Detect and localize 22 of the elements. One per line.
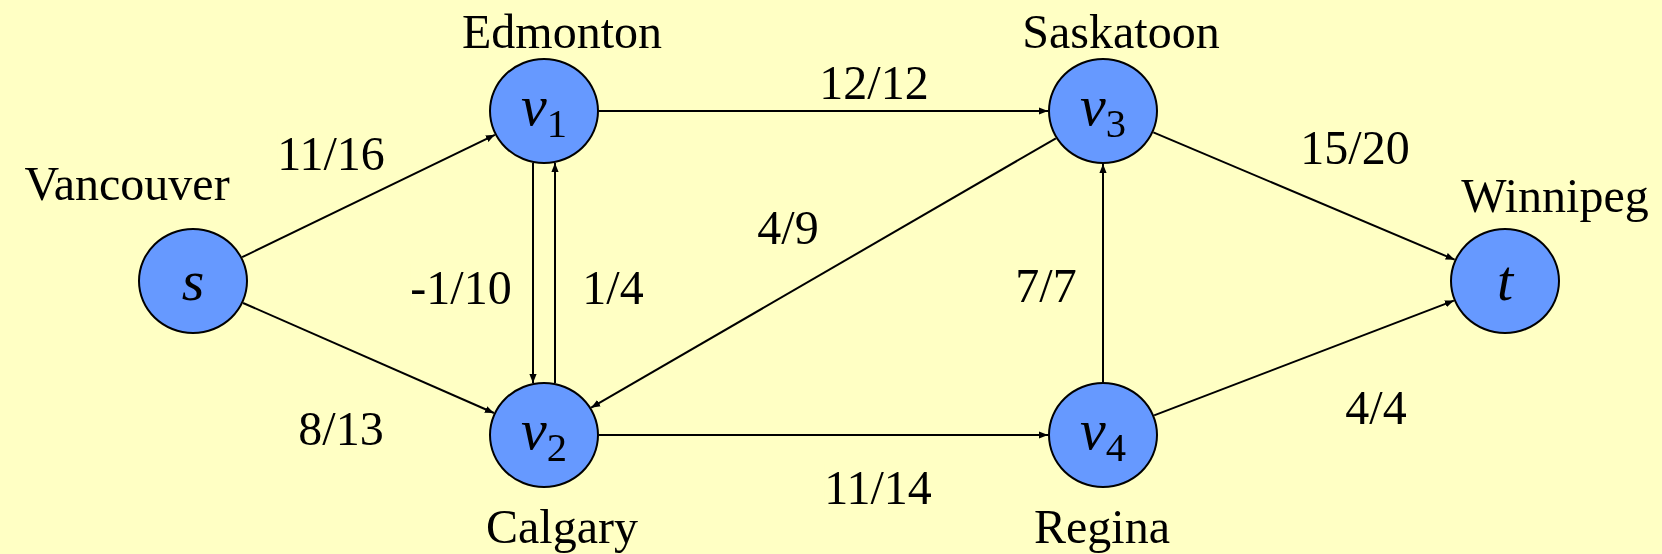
- arrow: [1099, 163, 1107, 383]
- arrow: [598, 107, 1049, 115]
- arrow: [1152, 131, 1456, 261]
- node-circle: t: [1450, 228, 1560, 334]
- city-label: Calgary: [486, 503, 638, 551]
- arrow: [242, 301, 495, 415]
- node-circle: v$_{1}$: [489, 58, 599, 164]
- city-label: Regina: [1034, 503, 1170, 551]
- arrow: [529, 161, 537, 385]
- city-label: Vancouver: [24, 160, 230, 208]
- node-circle: v$_{4}$: [1048, 382, 1158, 488]
- city-label: Edmonton: [462, 8, 662, 56]
- node-circle: s: [138, 228, 248, 334]
- arrow: [241, 133, 496, 259]
- arrow: [551, 161, 559, 385]
- arrow: [590, 137, 1057, 409]
- city-label: Winnipeg: [1461, 172, 1649, 220]
- node-circle: v$_{3}$: [1048, 58, 1158, 164]
- node-circle: v$_{2}$: [489, 382, 599, 488]
- arrow: [1153, 299, 1455, 417]
- arrow: [598, 431, 1049, 439]
- city-label: Saskatoon: [1022, 8, 1220, 56]
